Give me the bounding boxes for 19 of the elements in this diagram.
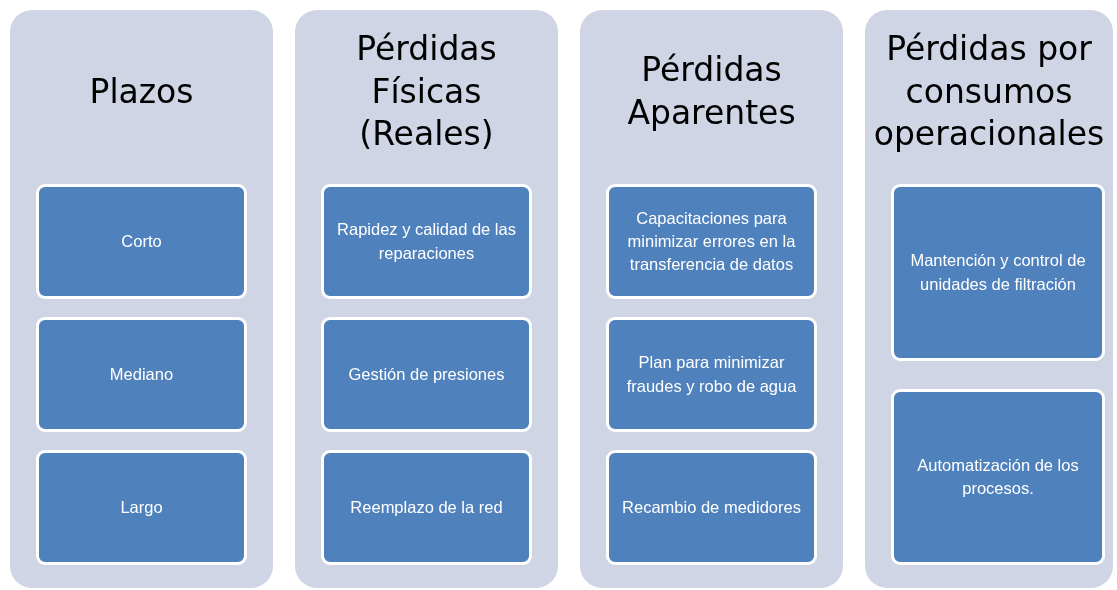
step-box: Reemplazo de la red: [321, 450, 532, 565]
column-heading: Pérdidas Aparentes: [626, 49, 797, 134]
step-box: Rapidez y calidad de las reparaciones: [321, 184, 532, 299]
column-panel: [580, 10, 843, 588]
step-box: Corto: [36, 184, 247, 299]
column-heading: Pérdidas Físicas (Reales): [355, 27, 498, 156]
column-panel: [295, 10, 558, 588]
step-box: Automatización de los procesos.: [891, 389, 1105, 565]
step-box: Mantención y control de unidades de filtración: [891, 184, 1105, 361]
step-box: Capacitaciones para minimizar errores en la transferencia de datos: [606, 184, 817, 299]
column-heading: Pérdidas por consumos operacionales: [872, 27, 1106, 156]
column-heading: Plazos: [89, 70, 194, 113]
step-box: Gestión de presiones: [321, 317, 532, 432]
step-box: Recambio de medidores: [606, 450, 817, 565]
column-panel: [865, 10, 1113, 588]
step-box: Largo: [36, 450, 247, 565]
column-panel: [10, 10, 273, 588]
step-box: Plan para minimizar fraudes y robo de agua: [606, 317, 817, 432]
step-box: Mediano: [36, 317, 247, 432]
